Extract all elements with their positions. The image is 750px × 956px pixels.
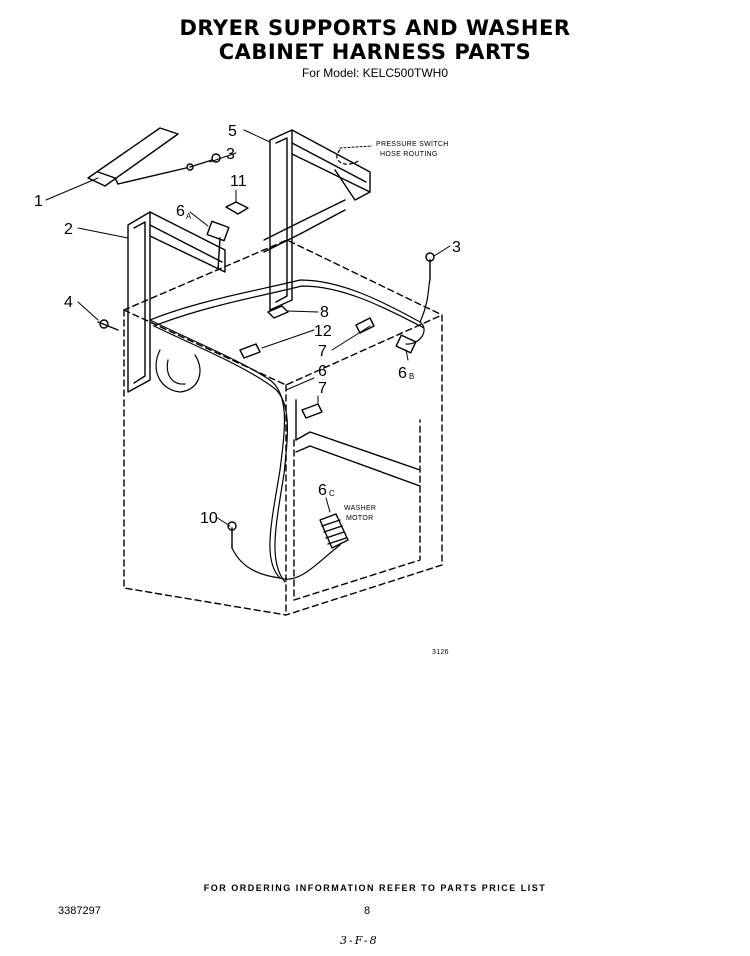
clip-7b (301, 403, 323, 419)
callout-6b: 6 (398, 365, 407, 382)
connector-6a (206, 220, 230, 271)
screw-10 (227, 521, 237, 549)
callout-7a: 7 (318, 343, 327, 360)
callout-4: 4 (64, 294, 73, 311)
leader-lines (45, 129, 451, 527)
callout-6b-sub: B (409, 372, 414, 381)
clip-11 (225, 201, 249, 215)
page-number: 8 (364, 905, 371, 917)
callout-3a: 3 (226, 146, 235, 163)
ordering-info: FOR ORDERING INFORMATION REFER TO PARTS … (203, 883, 547, 893)
callout-5: 5 (228, 123, 237, 140)
clip-7a (355, 317, 375, 334)
screw-4 (97, 319, 119, 331)
callout-8: 8 (320, 304, 329, 321)
clip-8 (267, 305, 289, 319)
callout-1: 1 (34, 193, 43, 210)
page-title-line2: CABINET HARNESS PARTS (218, 40, 532, 64)
revision-mark: 3-F-8 (340, 934, 379, 947)
callout-6c-sub: C (329, 489, 335, 498)
model-label: For Model: KELC500TWH0 (301, 66, 449, 80)
connector-6c (319, 513, 349, 549)
washer-cabinet (123, 239, 443, 616)
callout-3b: 3 (452, 239, 461, 256)
note-pressure-switch-2: HOSE ROUTING (380, 151, 438, 158)
callout-6a: 6 (176, 203, 185, 220)
callout-6c: 6 (318, 482, 327, 499)
note-pressure-switch-1: PRESSURE SWITCH (376, 141, 449, 148)
callout-6a-sub: A (186, 212, 192, 221)
callout-11: 11 (230, 173, 247, 190)
dryer-support-right (263, 129, 371, 311)
connector-6b (395, 334, 417, 354)
screw-3b (425, 252, 435, 281)
note-washer-motor-2: MOTOR (346, 515, 373, 522)
document-number: 3387297 (58, 905, 101, 917)
callout-6: 6 (318, 363, 327, 380)
callout-10: 10 (200, 510, 218, 527)
wiring-harness (149, 149, 431, 583)
page-title-line1: DRYER SUPPORTS AND WASHER (179, 16, 571, 40)
cabinet-inner-shelf (295, 399, 421, 487)
callout-2: 2 (64, 221, 73, 238)
screw-3a (189, 153, 221, 168)
dryer-support-left (127, 211, 226, 393)
callout-12: 12 (314, 323, 332, 340)
note-washer-motor-1: WASHER (344, 505, 376, 512)
callout-7b: 7 (318, 380, 327, 397)
top-support-bar (87, 127, 194, 187)
figure-number: 3126 (432, 649, 449, 656)
clip-12 (239, 343, 261, 359)
